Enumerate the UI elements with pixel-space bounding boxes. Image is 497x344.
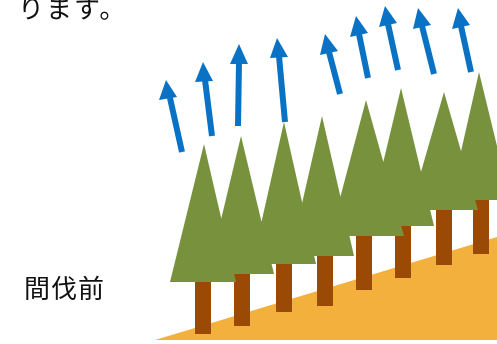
- upward-arrow-icon: [379, 6, 401, 71]
- trees: [170, 72, 497, 334]
- conifer-tree-icon: [330, 100, 404, 290]
- upward-arrow-icon: [452, 8, 474, 73]
- upward-arrow-icon: [270, 38, 288, 123]
- stage-label: 間伐前: [24, 275, 106, 305]
- upward-arrow-icon: [195, 62, 215, 137]
- upward-arrow-icon: [320, 34, 343, 95]
- upward-arrow-icon: [413, 8, 437, 75]
- conifer-tree-icon: [252, 122, 316, 312]
- conifer-tree-icon: [410, 92, 478, 265]
- upward-arrow-icon: [230, 44, 248, 127]
- growth-arrows: [159, 6, 474, 153]
- upward-arrow-icon: [350, 16, 371, 79]
- upward-arrow-icon: [159, 80, 185, 153]
- caption-fragment: ります。: [18, 0, 128, 25]
- conifer-tree-icon: [170, 144, 236, 334]
